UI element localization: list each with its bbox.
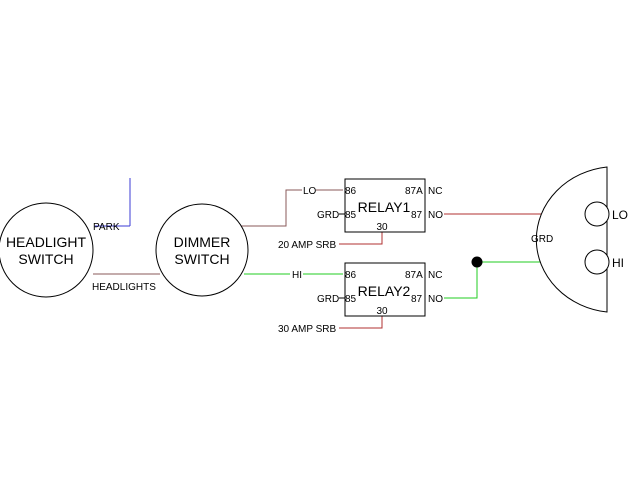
dimmer-switch-line2: SWITCH bbox=[174, 251, 229, 267]
relay1-pin86: 86 bbox=[345, 186, 357, 197]
headlamp-grd-label: GRD bbox=[531, 234, 553, 245]
junction-dot bbox=[471, 256, 483, 268]
relay1-nc: NC bbox=[428, 186, 442, 197]
relay1-supply-wire bbox=[339, 232, 383, 245]
relay2-grd: GRD bbox=[317, 294, 339, 305]
relay2-no: NO bbox=[428, 294, 443, 305]
relay1-pin87: 87 bbox=[411, 210, 423, 221]
relay2-pin30: 30 bbox=[376, 306, 388, 317]
relay2-no-wire bbox=[444, 262, 478, 299]
relay1-name: RELAY1 bbox=[358, 199, 411, 215]
relay2-pin87a: 87A bbox=[405, 270, 423, 281]
dimmer-switch bbox=[155, 203, 249, 297]
relay2-supply-label: 30 AMP SRB bbox=[278, 324, 337, 335]
headlamp-housing bbox=[535, 166, 608, 313]
relay2-box bbox=[344, 262, 426, 317]
relay2-pin87: 87 bbox=[411, 294, 423, 305]
relay1-no: NO bbox=[428, 210, 443, 221]
relay1-supply-label: 20 AMP SRB bbox=[278, 240, 337, 251]
headlamp-lo-terminal bbox=[584, 201, 610, 227]
lo-wire bbox=[232, 189, 302, 227]
relay2-pin85: 85 bbox=[345, 294, 357, 305]
relay2-supply-wire bbox=[339, 316, 383, 329]
relay1-pin30: 30 bbox=[376, 222, 388, 233]
relay1-grd: GRD bbox=[317, 210, 339, 221]
hi-label: HI bbox=[292, 270, 302, 281]
relay1-pin87a: 87A bbox=[405, 186, 423, 197]
headlamp-lo-label: LO bbox=[612, 208, 628, 222]
dimmer-switch-line1: DIMMER bbox=[174, 234, 231, 250]
relay2-nc: NC bbox=[428, 270, 442, 281]
relay1-box bbox=[344, 178, 426, 233]
headlamp-hi-label: HI bbox=[612, 256, 624, 270]
relay2-name: RELAY2 bbox=[358, 283, 411, 299]
headlight-switch-line1: HEADLIGHT bbox=[6, 234, 87, 250]
headlights-label: HEADLIGHTS bbox=[92, 282, 156, 293]
headlamp-hi-terminal bbox=[584, 249, 610, 275]
park-label: PARK bbox=[93, 222, 120, 233]
headlight-switch-line2: SWITCH bbox=[18, 251, 73, 267]
relay1-pin85: 85 bbox=[345, 210, 357, 221]
headlight-switch bbox=[0, 202, 94, 298]
lo-label: LO bbox=[303, 186, 317, 197]
relay2-pin86: 86 bbox=[345, 270, 357, 281]
